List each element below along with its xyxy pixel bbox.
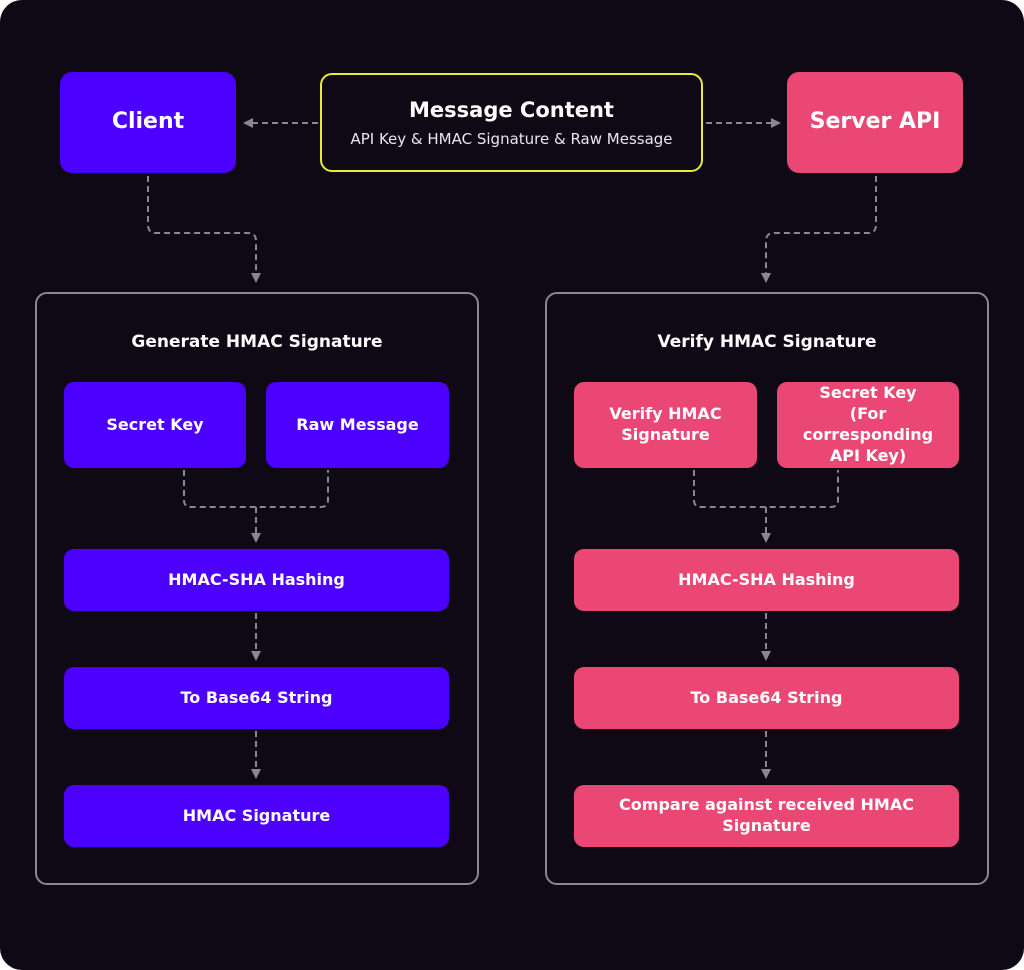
server-api-label: Server API [809,109,941,135]
generate-secret-key-label: Secret Key [106,414,204,434]
verify-hashing-label: HMAC-SHA Hashing [678,569,855,589]
message-content-subtitle: API Key & HMAC Signature & Raw Message [350,129,673,148]
connector-client-to-generate [147,176,261,283]
verify-hmac-signature-label: Verify HMAC Signature [609,404,722,444]
connector-server-to-verify [761,176,877,283]
generate-raw-message-node: Raw Message [266,382,449,468]
verify-signature-panel [545,292,989,885]
generate-signature-title: Generate HMAC Signature [131,332,383,352]
generate-signature-node: HMAC Signature [64,785,449,847]
verify-secret-key-node: Secret Key (For corresponding API Key) [777,382,959,468]
generate-raw-message-label: Raw Message [296,414,419,434]
verify-base64-label: To Base64 String [690,687,843,707]
client-node: Client [60,72,236,173]
client-label: Client [111,109,185,135]
server-api-node: Server API [787,72,963,173]
generate-secret-key-node: Secret Key [64,382,246,468]
generate-signature-panel [35,292,479,885]
generate-hashing-node: HMAC-SHA Hashing [64,549,449,611]
verify-hashing-node: HMAC-SHA Hashing [574,549,959,611]
verify-compare-label: Compare against received HMAC Signature [619,795,914,835]
message-content-title: Message Content [409,97,614,122]
verify-base64-node: To Base64 String [574,667,959,729]
generate-base64-label: To Base64 String [180,687,333,707]
verify-signature-title: Verify HMAC Signature [657,332,877,352]
verify-hmac-signature-node: Verify HMAC Signature [574,382,757,468]
generate-hashing-label: HMAC-SHA Hashing [168,569,345,589]
message-content-box: Message Content API Key & HMAC Signature… [320,73,703,172]
verify-secret-key-label: Secret Key (For corresponding API Key) [802,383,934,465]
generate-base64-node: To Base64 String [64,667,449,729]
verify-compare-node: Compare against received HMAC Signature [574,785,959,847]
generate-signature-label: HMAC Signature [182,805,331,825]
